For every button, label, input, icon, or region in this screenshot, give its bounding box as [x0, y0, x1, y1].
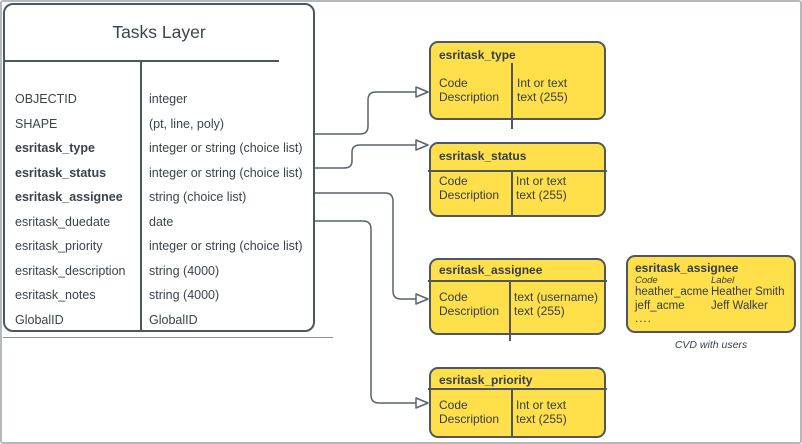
field-name: GlobalID — [15, 312, 64, 327]
user-label: Heather Smith — [711, 286, 785, 298]
field-type: integer or string (choice list) — [149, 141, 303, 156]
domain-type: Int or text — [516, 398, 567, 412]
connector-status — [314, 144, 416, 169]
domain-title-divider — [428, 388, 607, 390]
column-divider — [140, 60, 142, 330]
domain-type: text (255) — [516, 188, 567, 202]
domain-types: Int or text text (255) — [516, 398, 567, 426]
domain-title-divider — [428, 170, 607, 172]
arrowhead-assignee-icon — [415, 293, 429, 305]
domain-types: Int or text text (255) — [516, 174, 567, 202]
domain-field: Code — [439, 76, 468, 90]
domain-title: esritask_assignee — [439, 263, 543, 277]
field-name: esritask_duedate — [15, 214, 111, 229]
domain-title: esritask_status — [439, 149, 527, 163]
table-rows: OBJECTID integer SHAPE (pt, line, poly) … — [5, 87, 313, 332]
field-name: esritask_status — [15, 165, 107, 180]
users-cvd-box[interactable]: esritask_assignee Code Label heather_acm… — [626, 255, 796, 333]
field-name: SHAPE — [15, 116, 58, 131]
domain-box-esritask-assignee[interactable]: esritask_assignee Code Description text … — [428, 258, 607, 341]
user-row: heather_acme Heather Smith — [635, 286, 794, 300]
arrowhead-status-icon — [415, 139, 429, 151]
table-row: esritask_priority integer or string (cho… — [5, 234, 313, 259]
field-name: esritask_assignee — [15, 190, 123, 205]
field-type: GlobalID — [149, 312, 198, 327]
field-name: esritask_notes — [15, 288, 96, 303]
connector-assignee — [314, 192, 416, 300]
table-row: esritask_duedate date — [5, 210, 313, 235]
field-type: integer or string (choice list) — [149, 165, 303, 180]
domain-field: Code — [439, 174, 468, 188]
domain-fields: Code Description — [439, 290, 499, 318]
domain-type: text (255) — [517, 90, 568, 104]
field-name: OBJECTID — [15, 92, 77, 107]
domain-box-esritask-priority[interactable]: esritask_priority Code Description Int o… — [428, 367, 607, 438]
connector-type — [314, 91, 416, 135]
domain-type: Int or text — [517, 76, 568, 90]
users-box-title: esritask_assignee — [635, 261, 739, 275]
domain-field: Code — [439, 398, 468, 412]
table-row: esritask_assignee string (choice list) — [5, 185, 313, 210]
domain-fields: Code Description — [439, 174, 499, 202]
arrowhead-priority-icon — [415, 397, 429, 409]
table-bottom-rule — [3, 337, 333, 338]
field-type: (pt, line, poly) — [149, 116, 225, 131]
code-column-header: Code — [635, 275, 658, 286]
domain-box-esritask-status[interactable]: esritask_status Code Description Int or … — [428, 142, 607, 217]
user-row: jeff_acme Jeff Walker — [635, 300, 794, 314]
domain-field: Description — [439, 304, 500, 318]
user-code: heather_acme — [635, 286, 709, 298]
domain-title: esritask_type — [439, 48, 516, 62]
label-column-header: Label — [711, 275, 735, 286]
table-row: OBJECTID integer — [5, 87, 313, 112]
table-row: esritask_description string (4000) — [5, 259, 313, 284]
title-divider — [5, 60, 279, 62]
domain-types: Int or text text (255) — [517, 76, 568, 104]
domain-type: Int or text — [516, 174, 567, 188]
field-type: string (4000) — [149, 263, 220, 278]
domain-types: text (username) text (255) — [514, 290, 598, 318]
table-row: esritask_type integer or string (choice … — [5, 136, 313, 161]
domain-field: Description — [439, 188, 500, 202]
domain-column-divider — [509, 281, 511, 341]
domain-fields: Code Description — [439, 398, 499, 426]
table-row: esritask_status integer or string (choic… — [5, 161, 313, 186]
connector-priority — [314, 220, 416, 404]
users-column-headers: Code Label — [635, 275, 794, 286]
cvd-caption: CVD with users — [674, 339, 748, 351]
domain-field: Description — [439, 90, 500, 104]
field-type: string (choice list) — [149, 190, 247, 205]
table-row: SHAPE (pt, line, poly) — [5, 112, 313, 137]
domain-title-divider — [428, 280, 607, 282]
field-name: esritask_description — [15, 263, 126, 278]
more-users-ellipsis: .... — [635, 313, 652, 325]
domain-type: text (255) — [514, 304, 565, 318]
domain-title: esritask_priority — [439, 373, 533, 387]
domain-type: text (255) — [516, 412, 567, 426]
field-name: esritask_type — [15, 141, 95, 156]
table-title: Tasks Layer — [112, 21, 206, 42]
user-label: Jeff Walker — [711, 299, 768, 312]
field-type: string (4000) — [149, 288, 220, 303]
tasks-layer-table[interactable]: Tasks Layer OBJECTID integer SHAPE (pt, … — [3, 3, 315, 332]
domain-field: Code — [439, 290, 468, 304]
arrowhead-type-icon — [415, 86, 429, 98]
field-type: date — [149, 214, 174, 229]
user-code: jeff_acme — [635, 299, 685, 312]
domain-column-divider — [511, 63, 513, 129]
table-row: GlobalID GlobalID — [5, 308, 313, 333]
field-type: integer — [149, 92, 188, 107]
domain-field: Description — [439, 412, 500, 426]
table-row: esritask_notes string (4000) — [5, 283, 313, 308]
domain-column-divider — [511, 171, 513, 215]
field-type: integer or string (choice list) — [149, 239, 303, 254]
domain-fields: Code Description — [439, 76, 499, 104]
domain-box-esritask-type[interactable]: esritask_type Code Description Int or te… — [429, 41, 606, 129]
field-name: esritask_priority — [15, 239, 103, 254]
domain-type: text (username) — [514, 290, 599, 304]
domain-column-divider — [511, 389, 513, 436]
